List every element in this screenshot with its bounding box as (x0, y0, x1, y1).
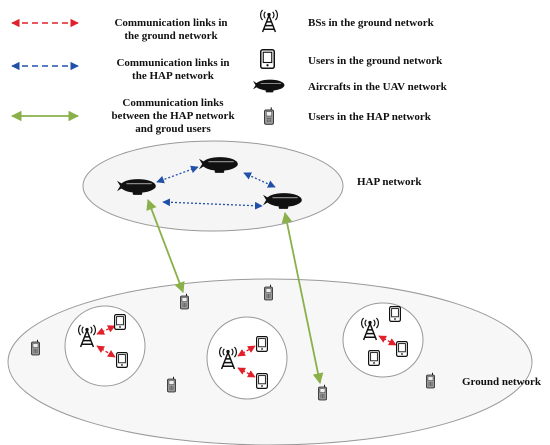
ground-cell-1 (64, 305, 146, 387)
hap-link-2 (243, 172, 276, 188)
legend-users-ground-text: Users in the ground network (308, 55, 443, 67)
ground-cell-2 (206, 316, 288, 400)
smartphone-icon (256, 336, 268, 352)
legend-hap-ground-links-text: Communication links between the HAP netw… (111, 97, 235, 135)
legend-user-hap-icon (264, 107, 274, 125)
cellphone-icon (167, 376, 176, 393)
legend-hap-links-text: Communication links in the HAP network (116, 57, 230, 82)
hap-ground-link (281, 211, 324, 385)
ground-link (96, 325, 116, 335)
ground-network-label: Ground network (462, 376, 541, 388)
cellphone-icon (31, 339, 40, 356)
legend-aircraft-icon (253, 79, 285, 93)
ground-link (378, 335, 397, 346)
smartphone-icon (368, 350, 380, 366)
legend-bs-text: BSs in the ground network (308, 17, 434, 29)
smartphone-icon (114, 314, 126, 330)
cellphone-icon (426, 372, 435, 389)
smartphone-icon (256, 373, 268, 389)
hap-ground-link (146, 198, 185, 294)
smartphone-icon (396, 341, 408, 357)
ground-link (237, 367, 256, 378)
legend-user-ground-icon (260, 49, 275, 69)
ground-cell-3 (342, 302, 424, 378)
cellphone-icon (264, 284, 273, 301)
hap-link-1 (156, 165, 199, 184)
ground-link (237, 345, 256, 357)
legend-users-hap-text: Users in the HAP network (308, 111, 431, 123)
cellphone-icon (180, 293, 189, 310)
legend-ground-links-text: Communication links in the ground networ… (114, 17, 228, 42)
ground-link (96, 345, 116, 358)
smartphone-icon (389, 306, 401, 322)
hap-network-label: HAP network (357, 176, 422, 188)
legend-bs-icon (259, 9, 279, 33)
cellphone-icon (318, 384, 327, 401)
smartphone-icon (116, 352, 128, 368)
legend-aircrafts-text: Aircrafts in the UAV network (308, 81, 447, 93)
